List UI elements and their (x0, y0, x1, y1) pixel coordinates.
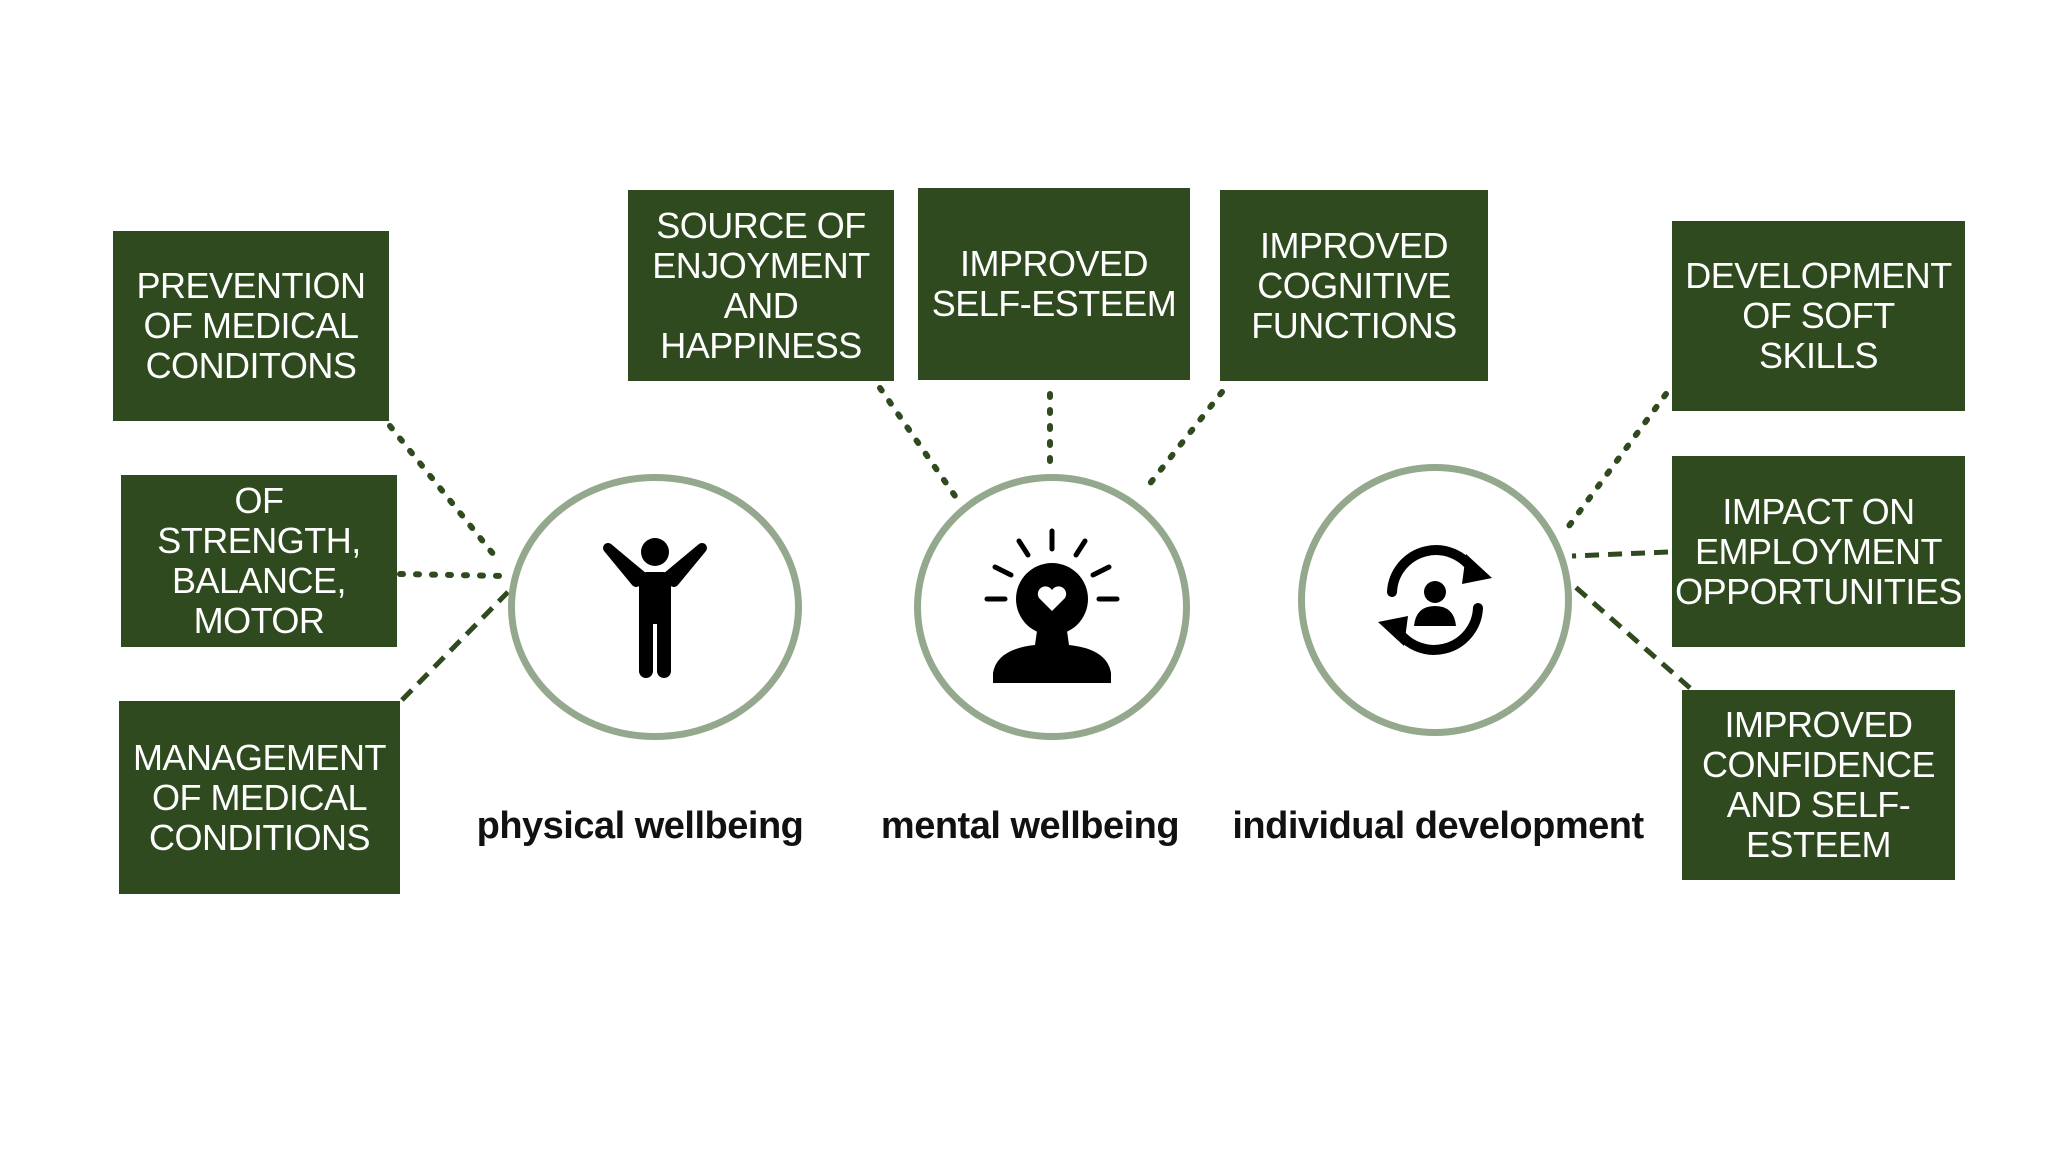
caption-physical-wellbeing: physical wellbeing (476, 805, 804, 847)
box-prevention-of-medical-conditions: PREVENTION OF MEDICAL CONDITONS (113, 231, 389, 421)
box-development-of-soft-skills: DEVELOPMENT OF SOFT SKILLS (1672, 221, 1965, 411)
box-improved-confidence: IMPROVED CONFIDENCE AND SELF- ESTEEM (1682, 690, 1955, 880)
box-impact-on-employment: IMPACT ON EMPLOYMENT OPPORTUNITIES (1672, 456, 1965, 647)
connector-management (400, 590, 510, 702)
hub-physical-wellbeing (508, 474, 802, 740)
connector-soft-skills (1563, 391, 1669, 533)
connector-cognitive (1145, 389, 1225, 489)
caption-individual-development: individual development (1232, 805, 1644, 847)
person-arms-raised-icon (600, 532, 710, 682)
box-management-of-medical-conditions: MANAGEMENT OF MEDICAL CONDITIONS (119, 701, 400, 894)
connector-employment (1571, 549, 1669, 559)
connector-prevention (387, 423, 501, 563)
caption-mental-wellbeing: mental wellbeing (880, 805, 1180, 847)
box-improved-cognitive-functions: IMPROVED COGNITIVE FUNCTIONS (1220, 190, 1488, 381)
connector-maintenance (397, 571, 508, 579)
box-maintenance-of-strength: MAINTENANCE OF STRENGTH, BALANCE, MOTOR … (121, 441, 397, 681)
hub-individual-development (1298, 464, 1572, 736)
person-cycle-arrows-icon (1370, 540, 1500, 660)
box-source-of-enjoyment: SOURCE OF ENJOYMENT AND HAPPINESS (628, 190, 894, 381)
connector-enjoyment (877, 385, 965, 509)
box-improved-self-esteem: IMPROVED SELF-ESTEEM (918, 188, 1190, 380)
hub-mental-wellbeing (914, 474, 1190, 740)
head-with-heart-icon (977, 527, 1127, 687)
